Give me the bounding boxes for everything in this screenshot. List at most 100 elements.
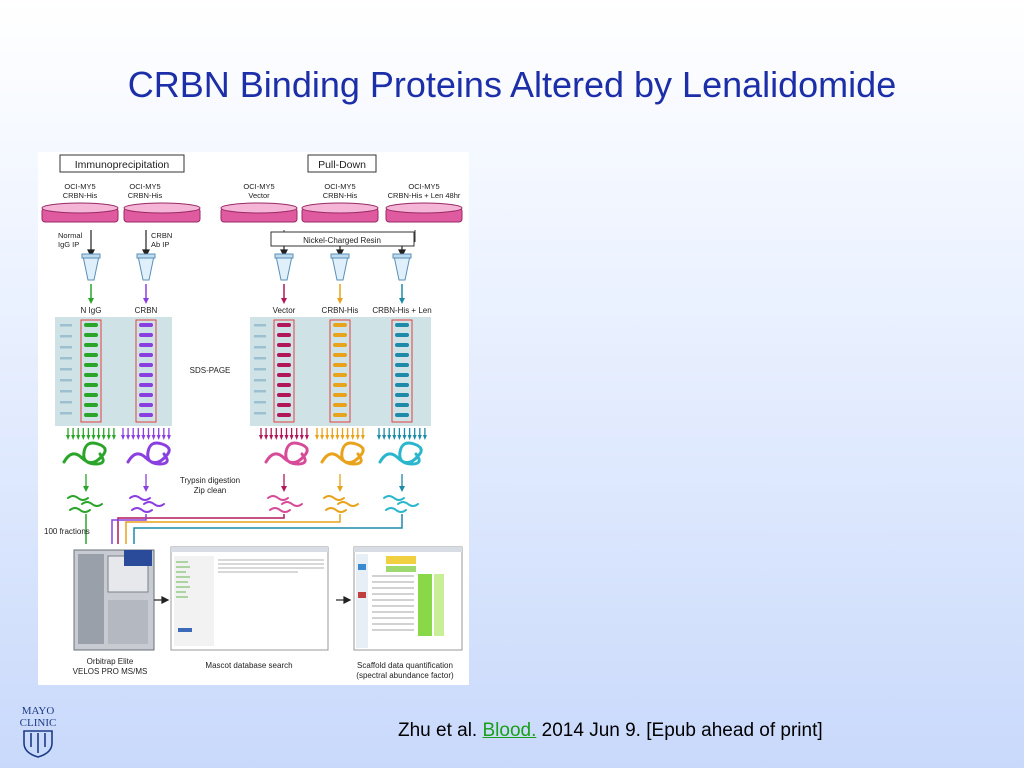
fan-arrowhead	[136, 435, 141, 440]
gel-band	[395, 383, 409, 387]
fractions-label: 100 fractions	[44, 527, 90, 536]
citation-journal-link[interactable]: Blood.	[482, 720, 537, 741]
gel-band	[277, 323, 291, 327]
gel-band	[395, 393, 409, 397]
fan-arrowhead	[126, 435, 131, 440]
gel-lane-frame	[273, 319, 295, 423]
fan-arrowhead	[101, 435, 106, 440]
marker-band	[60, 324, 72, 327]
marker-band	[60, 368, 72, 371]
gel-band	[333, 403, 347, 407]
tube-4-icon	[330, 253, 350, 281]
fan-arrowhead	[106, 435, 111, 440]
marker-band	[60, 335, 72, 338]
ms-label-1: Orbitrap Elite	[87, 657, 134, 666]
protein-3-icon	[264, 441, 309, 466]
citation-details: 2014 Jun 9. [Epub ahead of print]	[541, 720, 823, 741]
lane-2-line: OCI-MY5	[129, 182, 160, 191]
gel-lane-frame	[391, 319, 413, 423]
fan-arrowhead	[289, 435, 294, 440]
sds-page-label: SDS-PAGE	[190, 366, 231, 375]
gel-band	[333, 413, 347, 417]
fan-arrowhead	[269, 435, 274, 440]
fan-arrowhead	[325, 435, 330, 440]
protein-tangles	[62, 441, 423, 466]
gel-band	[84, 333, 98, 337]
gel-bands	[60, 319, 413, 423]
fan-arrowhead	[146, 435, 151, 440]
gel-band	[84, 383, 98, 387]
fan-arrowhead	[161, 435, 166, 440]
fan-arrowhead	[264, 435, 269, 440]
fan-arrowhead	[71, 435, 76, 440]
fan-arrowhead	[279, 435, 284, 440]
fan-arrowhead	[397, 435, 402, 440]
lane-5-line: OCI-MY5	[408, 182, 439, 191]
fan-arrowhead	[402, 435, 407, 440]
dish-5-icon	[385, 202, 463, 223]
gel-band	[333, 323, 347, 327]
fan-arrowhead	[382, 435, 387, 440]
gel-band	[277, 373, 291, 377]
fan-arrowhead	[350, 435, 355, 440]
dish-2-icon	[123, 202, 201, 223]
marker-band	[254, 379, 266, 382]
nickel-resin-label: Nickel-Charged Resin	[303, 236, 381, 245]
lane-1-treatment-1: Normal	[58, 231, 83, 240]
gel-band	[84, 363, 98, 367]
gel-band	[84, 353, 98, 357]
dish-4-icon	[301, 202, 379, 223]
pulldown-header-box	[307, 154, 377, 173]
logo-text-line1: MAYO	[22, 705, 55, 717]
gel-band	[139, 333, 153, 337]
fan-arrowhead	[335, 435, 340, 440]
ms-label-2: VELOS PRO MS/MS	[73, 667, 148, 676]
gel-band	[84, 343, 98, 347]
gel-band	[277, 363, 291, 367]
gel-band	[395, 353, 409, 357]
slide-title: CRBN Binding Proteins Altered by Lenalid…	[127, 64, 897, 105]
routing-lines	[85, 514, 403, 544]
digestion-label-2: Zip clean	[194, 486, 226, 495]
fan-arrowhead	[360, 435, 365, 440]
fan-arrowhead	[412, 435, 417, 440]
fan-arrowhead	[86, 435, 91, 440]
fan-arrowhead	[422, 435, 427, 440]
tube-3-icon	[274, 253, 294, 281]
gel-band	[277, 413, 291, 417]
gel-band	[395, 343, 409, 347]
fan-arrowhead	[392, 435, 397, 440]
fan-arrowhead	[345, 435, 350, 440]
culture-dishes	[41, 202, 463, 223]
mascot-screenshot-icon	[170, 546, 329, 651]
marker-band	[254, 401, 266, 404]
gel-band	[333, 363, 347, 367]
dish-1-icon	[41, 202, 119, 223]
lane-1-treatment-2: IgG IP	[58, 240, 79, 249]
fan-arrowhead	[417, 435, 422, 440]
fan-arrowhead	[151, 435, 156, 440]
fan-arrowhead	[76, 435, 81, 440]
gel-band	[139, 403, 153, 407]
peptides-2-icon	[129, 495, 165, 513]
gel-band	[84, 373, 98, 377]
lane-3-line: OCI-MY5	[243, 182, 274, 191]
scaffold-label-2: (spectral abundance factor)	[356, 671, 454, 680]
nickel-resin-box	[270, 231, 415, 247]
scaffold-screenshot-icon	[353, 546, 463, 651]
gel-lane-frame	[329, 319, 351, 423]
lane-4-sub: CRBN-His	[323, 191, 358, 200]
fan-arrowhead	[121, 435, 125, 440]
gel-band	[277, 383, 291, 387]
logo-text-line2: CLINIC	[20, 717, 57, 729]
protein-2-icon	[126, 441, 171, 466]
marker-band	[254, 324, 266, 327]
lane-5-sub: CRBN-His + Len 48hr	[388, 191, 461, 200]
gel-band	[277, 403, 291, 407]
lane-3-sub: Vector	[248, 191, 270, 200]
gel-band	[84, 323, 98, 327]
lane-2-treatment-1: CRBN	[151, 231, 172, 240]
mass-spec-icon	[73, 549, 155, 651]
gel-band	[139, 413, 153, 417]
fan-arrowhead	[284, 435, 289, 440]
